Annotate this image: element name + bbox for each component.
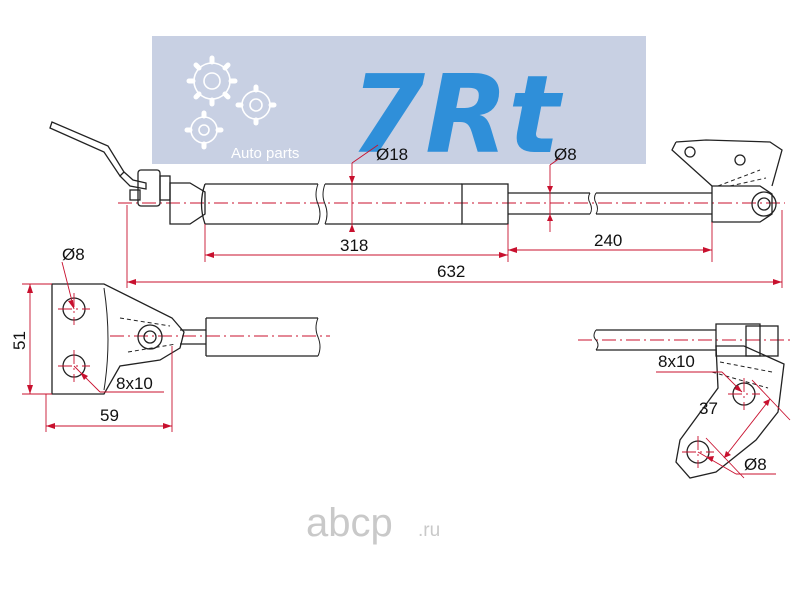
cylinder-diameter-label: Ø18 — [376, 145, 408, 164]
watermark-name: abcp — [306, 501, 393, 545]
overall-length-label: 632 — [437, 262, 465, 281]
right-bracket-dimensions: 8x10 37 Ø8 — [656, 352, 791, 479]
right-bracket-plate — [671, 139, 783, 187]
rod-right — [596, 192, 712, 215]
gears-icon — [184, 55, 277, 150]
right-spacing-label: 37 — [699, 399, 718, 418]
left-bracket-height-label: 51 — [10, 331, 29, 350]
left-bracket-width-label: 59 — [100, 406, 119, 425]
right-hole-diameter-label: Ø8 — [744, 455, 767, 474]
left-nut — [159, 175, 171, 201]
left-detail-break — [315, 317, 321, 357]
left-slot-label: 8x10 — [116, 374, 153, 393]
left-bracket-hidden-edges — [119, 317, 177, 353]
left-socket — [169, 182, 206, 225]
logo-background — [152, 36, 646, 164]
left-pivot-inner — [143, 330, 157, 344]
cylinder-left-cap — [200, 183, 206, 225]
left-bracket-outline — [51, 283, 185, 395]
right-bracket-hidden-edge — [717, 169, 767, 187]
right-eye-inner — [757, 197, 771, 211]
logo-brand: 7Rt — [350, 53, 563, 178]
cylinder-break-left — [315, 183, 321, 225]
left-wire-tail — [119, 171, 147, 190]
site-watermark: abcp .ru — [306, 501, 440, 545]
left-bracket-detail — [51, 283, 330, 395]
left-detail-neck — [180, 329, 206, 345]
cylinder-length-label: 318 — [340, 236, 368, 255]
rod-diameter-label: Ø8 — [554, 145, 577, 164]
cylinder-right-edges — [325, 183, 462, 225]
right-detail-eye-housing — [745, 325, 779, 357]
watermark-suffix: .ru — [418, 520, 440, 541]
right-bracket-hidden-edges — [711, 361, 773, 389]
top-dimensions: Ø18 Ø8 318 240 632 — [126, 144, 783, 288]
right-detail-rod — [596, 329, 716, 351]
rod-break-right — [594, 192, 598, 215]
left-detail-cylinder — [205, 317, 318, 357]
logo-tagline: Auto parts — [231, 145, 299, 162]
gas-spring-side-view — [49, 121, 785, 225]
rod-length-label: 240 — [594, 231, 622, 250]
right-bracket-hole-a — [684, 146, 696, 158]
left-bracket-dimensions: Ø8 51 8x10 59 — [10, 245, 173, 432]
right-detail-break — [593, 329, 599, 351]
cylinder-top-edges — [205, 183, 318, 225]
cylinder-break-right — [322, 183, 328, 225]
cylinder-seal — [461, 183, 509, 225]
left-washer — [129, 189, 141, 201]
left-bracket-bend — [103, 287, 109, 391]
rod-break-left — [588, 192, 592, 215]
left-pivot-outer — [137, 324, 163, 350]
right-slot-label: 8x10 — [658, 352, 695, 371]
right-bracket-hole-b — [734, 154, 746, 166]
rod-left — [508, 192, 590, 215]
left-wire-bracket — [49, 121, 125, 178]
right-bracket-outline — [675, 345, 785, 479]
brand-logo: Auto parts 7Rt — [152, 36, 646, 178]
right-eye-outer — [751, 191, 777, 217]
right-bracket-detail — [578, 323, 790, 479]
left-hole-diameter-label: Ø8 — [62, 245, 85, 264]
